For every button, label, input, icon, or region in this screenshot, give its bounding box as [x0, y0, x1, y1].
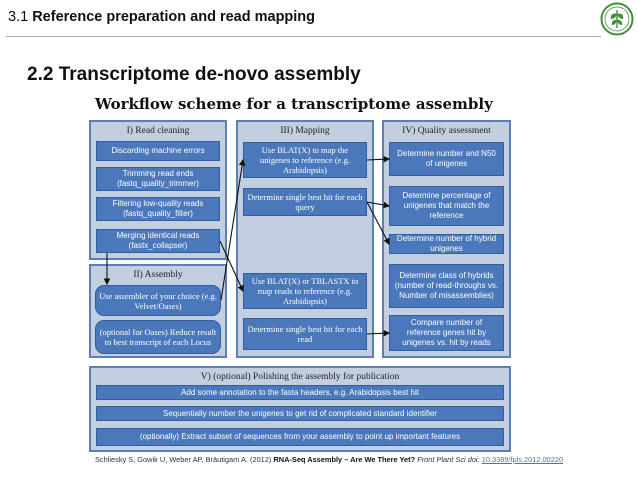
figure-caption: Workflow scheme for a transcriptome asse… [95, 95, 493, 113]
step-label: Discarding machine errors [111, 146, 205, 155]
step-class-hybrids: Determine class of hybrids (number of re… [389, 264, 504, 308]
slide-header: 3.1 Reference preparation and read mappi… [0, 0, 638, 38]
step-blat-reads: Use BLAT(X) or TBLASTX to map reads to r… [243, 273, 367, 309]
panel-title: II) Assembly [133, 270, 183, 280]
header-divider [6, 36, 601, 37]
citation-doi-link[interactable]: 10.3389/fpls.2012.00220 [481, 455, 564, 464]
step-extract-subset: (optionally) Extract subset of sequences… [96, 428, 504, 446]
step-label: Use BLAT(X) to map the unigenes to refer… [260, 145, 350, 175]
step-label: (optionally) Extract subset of sequences… [139, 432, 461, 441]
step-label: (optional for Oases) Reduce result to be… [99, 327, 217, 347]
step-number-unigenes: Sequentially number the unigenes to get … [96, 406, 504, 421]
step-label: Determine percentage of unigenes that ma… [402, 191, 491, 220]
citation-authors: Schliesky S, Gowik U, Weber AP, Bräutiga… [95, 455, 272, 464]
step-label: Filtering low-quality reads (fastq_quali… [112, 199, 204, 218]
step-label: Use assembler of your choice (e.g. Velve… [99, 290, 217, 311]
panel-title: V) (optional) Polishing the assembly for… [200, 372, 400, 382]
panel-title: I) Read cleaning [126, 126, 190, 136]
step-label: Sequentially number the unigenes to get … [163, 408, 437, 418]
step-label: Determine number and N50 of unigenes [397, 149, 496, 168]
step-discard-errors: Discarding machine errors [96, 141, 220, 161]
step-label: Determine single best hit for each read [247, 324, 363, 344]
step-label: Compare number of reference genes hit by… [402, 318, 491, 347]
step-label: Use BLAT(X) or TBLASTX to map reads to r… [251, 276, 359, 306]
citation-title: RNA-Seq Assembly – Are We There Yet? [273, 455, 416, 464]
leaf-emblem-icon [600, 2, 634, 36]
step-percentage-match: Determine percentage of unigenes that ma… [389, 186, 504, 226]
section-title-text: Reference preparation and read mapping [32, 9, 316, 25]
panel-title: IV) Quality assessment [402, 126, 491, 136]
section-number: 3.1 [8, 9, 29, 25]
step-filter-reads: Filtering low-quality reads (fastq_quali… [96, 197, 220, 221]
step-trim-reads: Trimming read ends (fastq_quality_trimme… [96, 167, 220, 191]
step-label: Determine single best hit for each query [247, 192, 363, 212]
step-label: Trimming read ends (fastq_quality_trimme… [117, 169, 199, 188]
step-n50: Determine number and N50 of unigenes [389, 142, 504, 176]
citation: Schliesky S, Gowik U, Weber AP, Bräutiga… [95, 455, 563, 464]
step-best-hit-read: Determine single best hit for each read [243, 318, 367, 350]
step-blat-unigenes: Use BLAT(X) to map the unigenes to refer… [243, 142, 367, 178]
step-reduce-result: (optional for Oases) Reduce result to be… [95, 320, 221, 354]
step-label: Merging identical reads (fastx_collapser… [116, 231, 200, 250]
step-hybrid-unigenes: Determine number of hybrid unigenes [389, 234, 504, 254]
step-annotate-headers: Add some annotation to the fasta headers… [96, 385, 504, 400]
section-title: 3.1 Reference preparation and read mappi… [8, 9, 315, 25]
slide-subtitle: 2.2 Transcriptome de-novo assembly [27, 64, 361, 85]
panel-title: III) Mapping [280, 126, 330, 136]
step-label: Determine number of hybrid unigenes [396, 234, 497, 253]
step-use-assembler: Use assembler of your choice (e.g. Velve… [95, 285, 221, 316]
step-label: Add some annotation to the fasta headers… [181, 387, 419, 397]
step-label: Determine class of hybrids (number of re… [394, 271, 499, 300]
citation-journal: Front Plant Sci doi: [417, 455, 480, 464]
step-best-hit-query: Determine single best hit for each query [243, 188, 367, 216]
step-compare-genes: Compare number of reference genes hit by… [389, 315, 504, 351]
step-merge-reads: Merging identical reads (fastx_collapser… [96, 229, 220, 253]
